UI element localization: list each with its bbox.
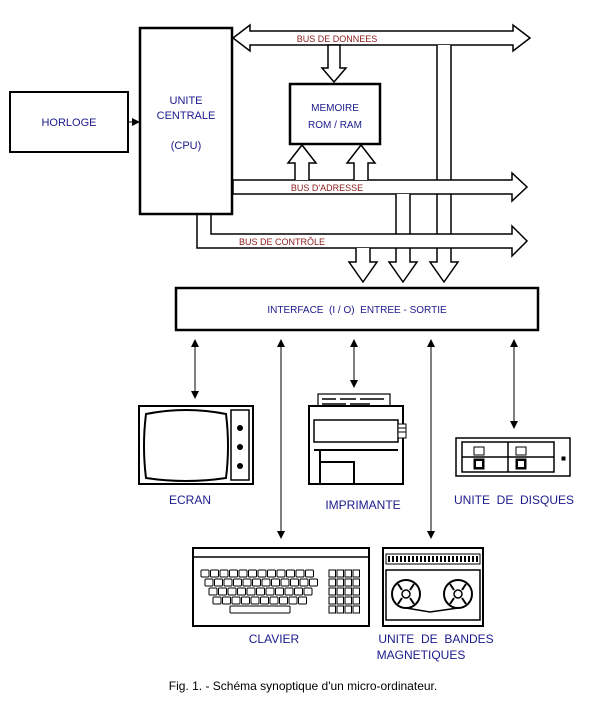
printer-device [308,393,407,485]
cpu-label-line1: UNITE [170,95,203,107]
control-bus [196,214,529,284]
clock-box [9,91,129,153]
cpu-label-line3: (CPU) [171,140,202,152]
peripheral-links [191,339,518,539]
keyboard-device [192,547,370,627]
cpu-box [138,26,234,216]
figure-caption: Fig. 1. - Schéma synoptique d'un micro-o… [169,679,437,693]
memory-label-line1: MEMOIRE [311,103,359,114]
address-bus [232,143,529,284]
memory-box [288,82,382,146]
memory-label-line2: ROM / RAM [308,120,362,131]
disk-device [455,437,571,477]
screen-device [138,405,254,485]
clock-label: HORLOGE [41,117,96,129]
tape-label-line1: UNITE DE BANDES [378,632,493,646]
address-bus-label: BUS D'ADRESSE [291,183,363,193]
printer-label: IMPRIMANTE [325,498,400,512]
interface-label: INTERFACE (I / O) ENTREE - SORTIE [267,305,447,316]
tape-label-line2: MAGNETIQUES [377,648,466,662]
tape-device [382,547,484,627]
data-bus-branches [320,44,460,284]
interface-box [174,286,540,332]
cpu-label-line2: CENTRALE [157,110,216,122]
disk-label: UNITE DE DISQUES [454,493,574,507]
screen-label: ECRAN [169,493,211,507]
data-bus-label: BUS DE DONNEES [297,34,378,44]
control-bus-label: BUS DE CONTRÔLE [239,237,325,247]
data-bus [231,23,532,53]
keyboard-label: CLAVIER [249,632,300,646]
